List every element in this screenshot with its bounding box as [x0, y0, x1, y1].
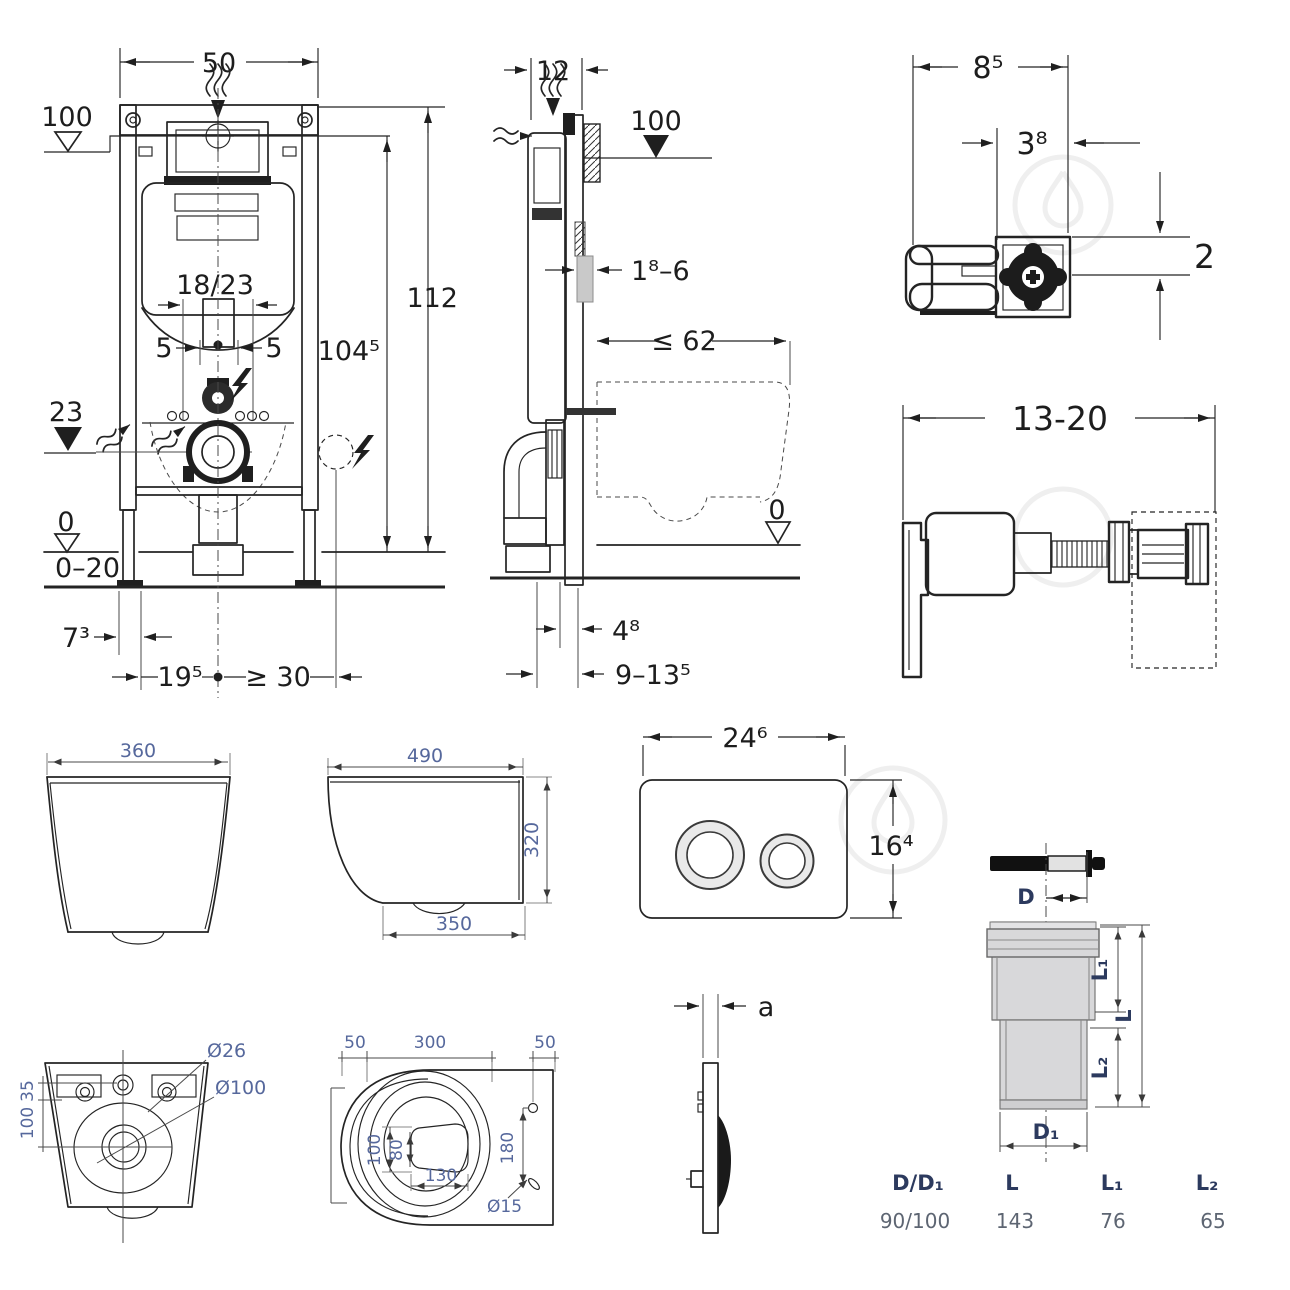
- dim-left-label: 5: [155, 333, 172, 364]
- dim-rear-100-label: 100: [18, 1107, 38, 1139]
- bowl-side-view: 490 320 350: [327, 745, 552, 940]
- water-connection-icon: [494, 128, 532, 144]
- dim-bowl-height-label: 320: [521, 822, 543, 858]
- dim-floor-range-label: 0–20: [55, 553, 120, 584]
- dim-anchor-range-label: 13-20: [1012, 399, 1108, 438]
- dim-pipe-offset-label: 4⁸: [612, 616, 640, 647]
- flush-plate-view: 24⁶ 16⁴: [639, 723, 914, 919]
- table-value-l1: 76: [1100, 1209, 1125, 1233]
- dim-bowl-width-label: 360: [120, 740, 156, 762]
- dim-bowl-bottom-label: 350: [436, 913, 472, 935]
- table-value-l: 143: [996, 1209, 1034, 1233]
- frame-side-view: 12 100 1⁸–6 ≤ 62: [490, 56, 801, 691]
- dim-rear-35-label: 35: [18, 1080, 38, 1102]
- level-floor-label: 0: [57, 507, 74, 538]
- dia-seat-hole-label: Ø15: [487, 1197, 522, 1217]
- dim-plate-thickness-label: a: [758, 992, 775, 1023]
- dim-wall-label: 1⁸–6: [631, 256, 690, 287]
- adapter-l-label: L: [1112, 1009, 1136, 1022]
- dim-power-offset-label: ≥ 30: [245, 662, 311, 693]
- dim-right-label: 5: [265, 333, 282, 364]
- dim-height-total-label: 112: [406, 283, 458, 314]
- dim-frame-width: 50: [202, 48, 236, 79]
- dim-frame-offset-label: 7³: [62, 623, 90, 654]
- adapter-l2-label: L₂: [1088, 1057, 1112, 1080]
- electric-bolt-icon: [230, 368, 252, 402]
- wall-anchor-detail: 13-20: [901, 399, 1217, 679]
- bowl-front-view: 360: [46, 740, 231, 945]
- table-header-dd1: D/D₁: [892, 1171, 944, 1195]
- dim-plate-width-label: 3⁸: [1016, 127, 1047, 162]
- flush-plate-side-view: a: [674, 992, 775, 1234]
- adapter-d-label: D: [1017, 885, 1034, 909]
- dim-top-80-label: 80: [387, 1139, 407, 1161]
- level-floor-label: 0: [768, 495, 785, 526]
- adapter-d1-label: D₁: [1033, 1120, 1060, 1144]
- dimension-table: D/D₁ L L₁ L₂ 90/100 143 76 65: [880, 1171, 1226, 1233]
- dia-outlet-label: Ø100: [215, 1077, 266, 1099]
- water-connection-icon: [150, 420, 190, 456]
- dim-top-300-label: 300: [414, 1033, 446, 1053]
- table-header-l1: L₁: [1101, 1171, 1124, 1195]
- dia-inlet-label: Ø26: [207, 1040, 246, 1062]
- table-value-l2: 65: [1200, 1209, 1225, 1233]
- dim-axis-label: 18/23: [176, 270, 254, 301]
- dim-bracket-width-label: 8⁵: [972, 51, 1003, 86]
- level-supply-label: 23: [49, 397, 83, 428]
- dim-plate-width-label: 24⁶: [722, 723, 767, 754]
- dim-drain-offset-label: 19⁵: [157, 662, 202, 693]
- frame-front-view: 50 100 18/23: [41, 48, 458, 698]
- table-header-l: L: [1005, 1171, 1018, 1195]
- wall-bracket-detail: 8⁵ 3⁸ 2: [904, 51, 1215, 340]
- dim-top-50r-label: 50: [534, 1033, 556, 1053]
- table-header-l2: L₂: [1196, 1171, 1219, 1195]
- electric-bolt-icon: [352, 435, 374, 469]
- dim-offset-label: 2: [1194, 237, 1215, 276]
- dim-top-130-label: 130: [425, 1166, 457, 1186]
- water-connection-icon: [95, 418, 135, 454]
- dim-top-180-label: 180: [498, 1132, 518, 1164]
- dim-elbow-offset-label: 9–13⁵: [615, 660, 691, 691]
- level-flush-label: 100: [630, 106, 682, 137]
- bowl-top-view: 50 300 50 100 80 130: [330, 1033, 559, 1226]
- dim-plate-height-label: 16⁴: [868, 831, 913, 862]
- dim-top-50l-label: 50: [344, 1033, 366, 1053]
- bowl-rear-view: 35 100 Ø26 Ø100: [18, 1040, 266, 1243]
- adapter-l1-label: L₁: [1088, 959, 1112, 982]
- dim-top-100-label: 100: [365, 1134, 385, 1166]
- table-value-dd1: 90/100: [880, 1209, 950, 1233]
- dim-reach-label: ≤ 62: [651, 326, 717, 357]
- dim-height-actuation-label: 104⁵: [318, 336, 380, 367]
- dim-bowl-depth-label: 490: [407, 745, 443, 767]
- electric-box-outline: [318, 434, 354, 470]
- drain-adapter-view: D L₁ L L₂: [986, 843, 1150, 1162]
- level-flush-label: 100: [41, 102, 93, 133]
